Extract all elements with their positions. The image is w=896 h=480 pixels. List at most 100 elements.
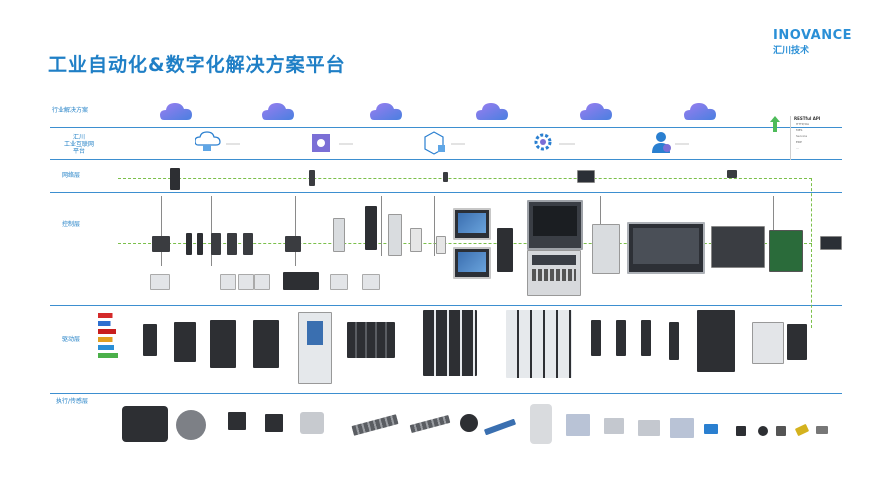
cnc-panel-screen [527, 200, 583, 250]
plc-module-device [197, 233, 203, 255]
servo-motor-device [122, 406, 168, 442]
arrow-up-icon [770, 116, 780, 136]
multi-axis-drive-device [506, 310, 572, 378]
layer-label-drive: 驱动层 [62, 336, 81, 343]
power-module-device [787, 324, 807, 360]
fieldbus-protocol-list [98, 310, 134, 368]
cloud-icon [476, 103, 508, 120]
photo-sensor-device [736, 426, 746, 436]
api-title: RESTful API [794, 116, 821, 121]
io-block-device [254, 274, 270, 290]
hmi-touchscreen [453, 247, 491, 279]
servo-drive-device [591, 320, 601, 356]
linear-motor-device [351, 414, 399, 436]
logo-sub-text: 汇川技术 [773, 46, 810, 56]
io-block-device [220, 274, 236, 290]
network-module-device [443, 172, 448, 182]
link-line [211, 196, 212, 266]
separator-1 [50, 127, 842, 128]
cloud-row [160, 103, 716, 120]
ball-screw-device [409, 414, 451, 434]
scara-robot-device [566, 414, 590, 436]
restful-api-box: RESTful API HTTP/OA MES Service ERP … [790, 116, 841, 160]
separator-3 [50, 192, 842, 193]
api-item: … [796, 146, 799, 150]
industrial-panel-pc [627, 222, 705, 274]
link-line [161, 196, 162, 266]
gear-icon [534, 133, 552, 151]
io-module-device [333, 218, 345, 252]
cnc-controller-device [497, 228, 513, 272]
cnc-keypad-panel [527, 250, 581, 296]
cloud-icon [370, 103, 402, 120]
large-ac-drive-device [298, 312, 332, 384]
io-block-device [150, 274, 170, 290]
large-ac-drive-device [697, 310, 735, 372]
ac-drive-device [174, 322, 196, 362]
servo-drive-device [669, 322, 679, 360]
edge-server-device [711, 226, 765, 268]
connector-device [794, 423, 810, 437]
screw-actuator-device [483, 418, 517, 436]
separator-2 [50, 159, 842, 160]
io-module-device [410, 228, 422, 252]
network-hmi-device [577, 170, 595, 183]
io-block-device [362, 274, 380, 290]
plc-cpu-device [243, 233, 253, 255]
network-module-device [309, 170, 315, 186]
ac-drive-device [210, 320, 236, 368]
cloud-icon [262, 103, 294, 120]
motion-controller-device [365, 206, 377, 250]
io-block-device [330, 274, 348, 290]
servo-drive-device [616, 320, 626, 356]
page-title: 工业自动化&数字化解决方案平台 [48, 54, 346, 76]
proximity-sensor-device [758, 426, 768, 436]
box-icon [312, 134, 330, 152]
separator-5 [50, 393, 842, 394]
link-line [295, 196, 296, 266]
io-module-device [388, 214, 402, 256]
layer-label-iiot: 汇川工业互联网平台 [64, 134, 95, 155]
ac-drive-device [253, 320, 279, 368]
logo-main-text: INOVANCE [773, 28, 852, 43]
servo-motor-device [176, 410, 206, 440]
network-camera-device [727, 170, 737, 178]
box-icon [424, 131, 445, 155]
servo-motor-device [265, 414, 283, 432]
plc-module-device [186, 233, 192, 255]
sensor-cluster-device [670, 418, 694, 438]
cloud-icon [580, 103, 612, 120]
io-module-device [436, 236, 446, 254]
plc-cpu-device [227, 233, 237, 255]
control-bus-line [118, 243, 812, 244]
io-block-device [283, 272, 319, 290]
motion-card-device [769, 230, 803, 272]
cloud-icon [684, 103, 716, 120]
api-item: Service [796, 134, 808, 138]
layer-label-control: 控制层 [62, 221, 81, 228]
plc-controller-device [152, 236, 170, 252]
layer-label-actuator: 执行/传感层 [56, 398, 89, 405]
encoder-device [776, 426, 786, 436]
platform-icons-row [195, 131, 689, 155]
api-item: HTTP/OA [796, 122, 810, 126]
torque-motor-device [300, 412, 324, 434]
plc-controller-device [285, 236, 301, 252]
link-line [434, 196, 435, 256]
hmi-touchscreen [453, 208, 491, 240]
servo-motor-device [228, 412, 246, 430]
connector-device [816, 426, 828, 434]
layer-label-solutions: 行业解决方案 [52, 107, 89, 114]
api-item: MES [796, 128, 803, 132]
servo-drive-device [143, 324, 157, 356]
multi-axis-drive-device [423, 310, 477, 376]
user-icon [652, 132, 671, 153]
sensor-device [704, 424, 718, 434]
network-gateway-device [170, 168, 180, 190]
bus-vertical-line [811, 178, 812, 328]
io-block-device [238, 274, 254, 290]
layer-label-network: 网络层 [62, 172, 81, 179]
platform-icon [195, 131, 221, 151]
plc-cpu-device [211, 233, 221, 255]
servo-drive-device [641, 320, 651, 356]
